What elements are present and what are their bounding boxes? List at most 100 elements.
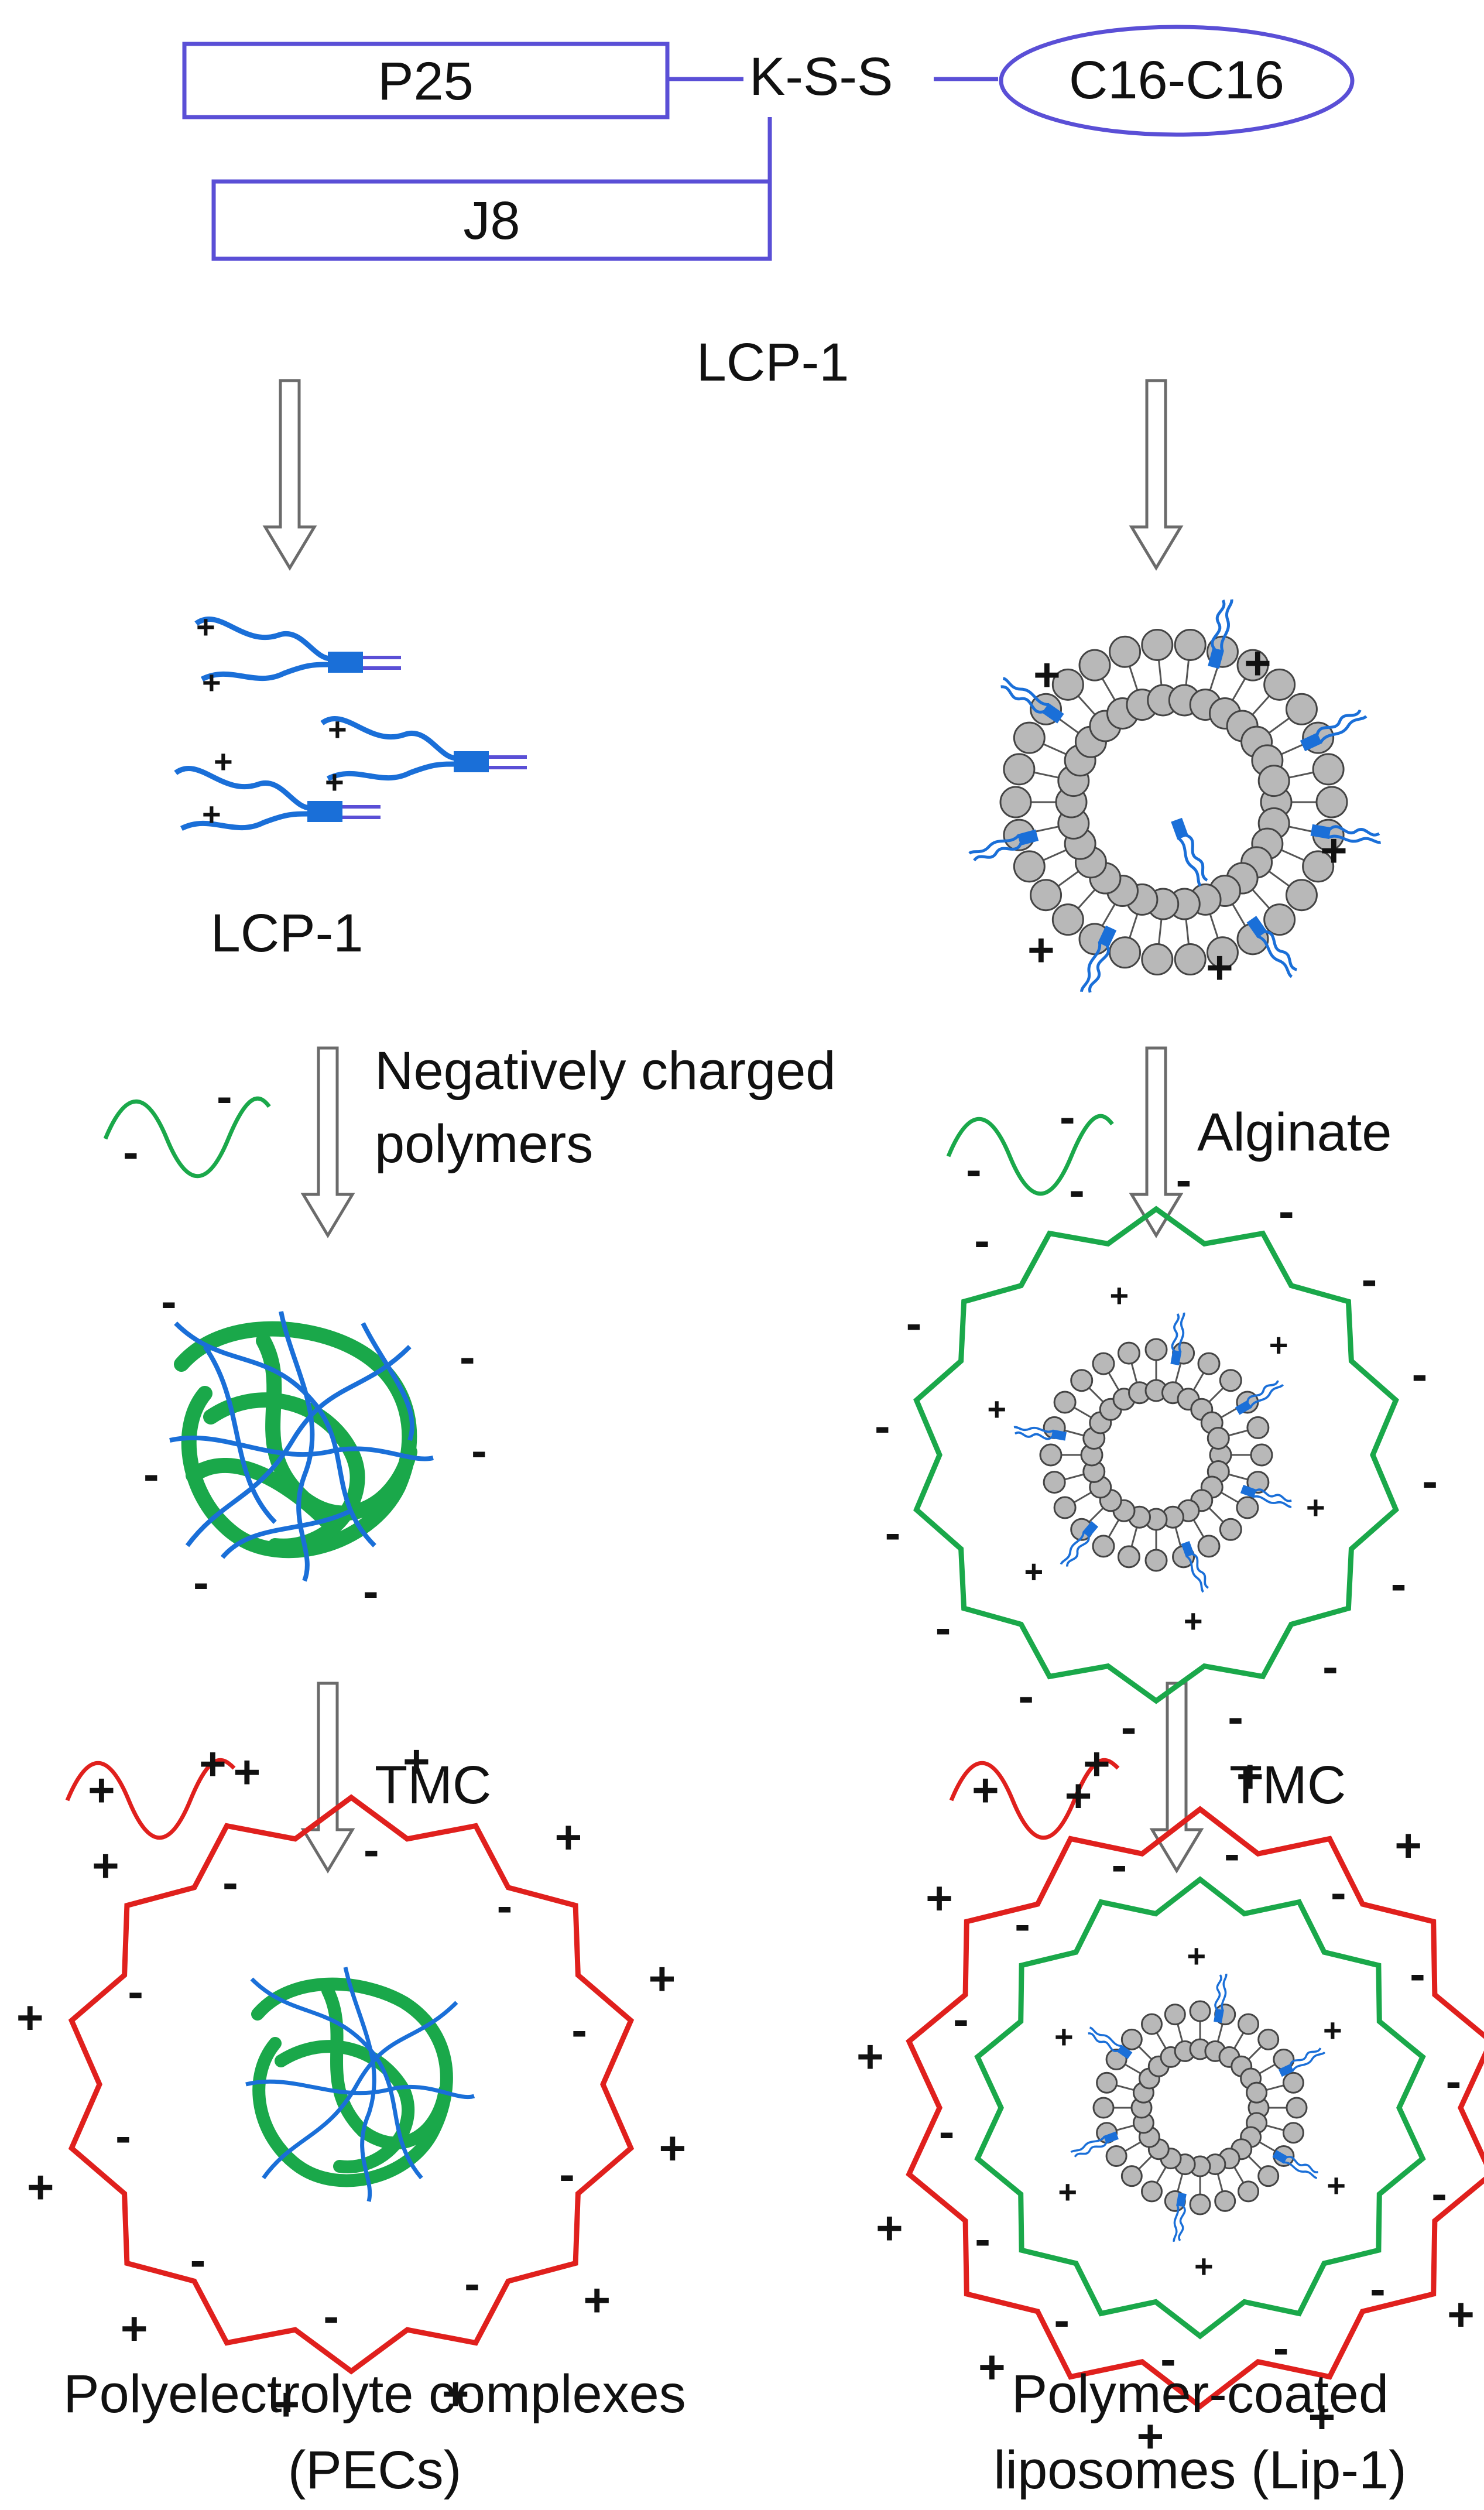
lipid-tail: [1252, 695, 1270, 715]
plus-sign: +: [196, 608, 215, 645]
minus-sign: -: [571, 2004, 587, 2056]
plus-sign: +: [1033, 649, 1061, 701]
p25-label: P25: [378, 52, 474, 111]
peptide-strands: [245, 1967, 475, 2202]
minus-sign: -: [906, 1297, 922, 1350]
minus-sign: -: [1015, 1898, 1030, 1950]
minus-sign: -: [939, 2105, 955, 2158]
lipid-tail: [1116, 2124, 1135, 2131]
liposome-core: [1074, 703, 1273, 902]
lipid-head: [1236, 1496, 1259, 1519]
minus-sign: -: [1228, 1691, 1243, 1743]
lipid-head: [1263, 903, 1296, 936]
lipid-tail: [1208, 1507, 1224, 1523]
plus-sign: +: [202, 664, 221, 701]
lipid-head: [1285, 879, 1318, 912]
lipid-ellipse: [999, 25, 1355, 137]
lipid-head: [1312, 753, 1345, 786]
plus-sign: +: [1187, 1937, 1206, 1974]
lipid-head: [1092, 2097, 1115, 2119]
lipid-head: [1164, 2004, 1186, 2026]
lipid-tail: [1064, 1429, 1084, 1437]
plus-sign: +: [1394, 1820, 1422, 1872]
plus-sign: +: [1109, 1277, 1129, 1314]
pecs-label-line2: (PECs): [288, 2440, 461, 2500]
lipid-tail: [1192, 1372, 1205, 1391]
plus-sign: +: [92, 1840, 119, 1892]
lipid-head: [1053, 1496, 1077, 1519]
lipid-tail: [1101, 677, 1116, 701]
kss-linker-label: K-S-S: [749, 47, 893, 107]
lipid-tail: [1138, 2155, 1153, 2170]
plus-sign: +: [1136, 2410, 1164, 2463]
alginate-icon: - -: [946, 1091, 1114, 1196]
plus-sign: +: [88, 1764, 115, 1816]
lipid-head: [1286, 2097, 1308, 2119]
plus-sign: +: [328, 711, 347, 748]
lipid-tail: [1125, 2063, 1142, 2074]
lipid-head: [1238, 2180, 1259, 2203]
lipid-head: [1144, 1549, 1168, 1572]
lipid-tail: [1185, 660, 1190, 686]
lipid-tail: [1077, 695, 1096, 715]
lipid-head: [999, 786, 1032, 819]
minus-sign: -: [1431, 2167, 1447, 2220]
lipid-tail: [1281, 743, 1305, 755]
lipid-head: [1003, 753, 1036, 786]
minus-sign: -: [966, 1143, 982, 1196]
lipid-tail: [1221, 1406, 1239, 1419]
lipid-head: [1141, 628, 1174, 661]
p25-box: [182, 42, 670, 119]
plus-sign: +: [214, 743, 233, 780]
plus-sign: +: [1024, 1553, 1044, 1590]
minus-sign: -: [1331, 1867, 1346, 1919]
lip1-final: [906, 1806, 1484, 2410]
peptide-strands: [169, 1311, 434, 1582]
plus-sign: +: [649, 1953, 676, 2005]
tmc-icon-right: + +: [949, 1738, 1120, 1840]
lipid-head: [1219, 1369, 1242, 1392]
lipid-head: [1315, 786, 1348, 819]
minus-sign: -: [1224, 1827, 1240, 1879]
minus-sign: -: [1410, 1948, 1425, 2000]
minus-sign: -: [497, 1880, 513, 1932]
alginate-coat: [974, 1876, 1426, 2340]
lipid-tail: [1073, 1406, 1092, 1419]
lipid-tail: [1125, 2141, 1142, 2152]
minus-sign: -: [875, 1400, 890, 1452]
lipid-tail: [1158, 919, 1163, 944]
lipid-tail: [1281, 849, 1305, 861]
lipid-tail: [1228, 1429, 1248, 1437]
lipid-head: [1206, 936, 1239, 969]
lipid-tail: [1108, 1519, 1120, 1538]
plus-sign: +: [121, 2303, 148, 2355]
lipid-tail: [1192, 1519, 1205, 1538]
lipid-tail: [1088, 1507, 1104, 1523]
lipid-tail: [1209, 666, 1219, 691]
lipid-head: [1238, 2013, 1259, 2035]
lipid-head: [1096, 2071, 1118, 2094]
plus-sign: +: [1184, 1602, 1203, 1639]
minus-sign: -: [1446, 2055, 1462, 2107]
lipid-head: [1109, 635, 1142, 668]
left-arrow-3: [303, 1683, 352, 1871]
lipid-tail: [1259, 2141, 1276, 2152]
plus-sign: +: [926, 1872, 953, 1924]
lipid-tail: [1043, 743, 1067, 755]
minus-sign: -: [1054, 2294, 1070, 2346]
lipid-tail: [1288, 771, 1314, 779]
lipid-tail: [1233, 2166, 1245, 2183]
lipid-tail: [1174, 1527, 1182, 1547]
lipid-tail: [1252, 889, 1270, 909]
lipid-head: [1078, 649, 1111, 682]
minus-sign: -: [559, 2148, 575, 2200]
lipid-head: [1285, 693, 1318, 725]
lipid-head: [1013, 721, 1046, 754]
minus-sign: -: [1273, 2322, 1289, 2374]
lcp1-molecules: + + + + + +: [176, 608, 527, 833]
lipid-head: [1043, 1471, 1066, 1494]
lipid-tail: [1185, 919, 1190, 944]
lipid-tail: [1288, 826, 1314, 833]
lipid-tail: [1064, 1473, 1084, 1481]
plus-sign: +: [1058, 2173, 1077, 2210]
